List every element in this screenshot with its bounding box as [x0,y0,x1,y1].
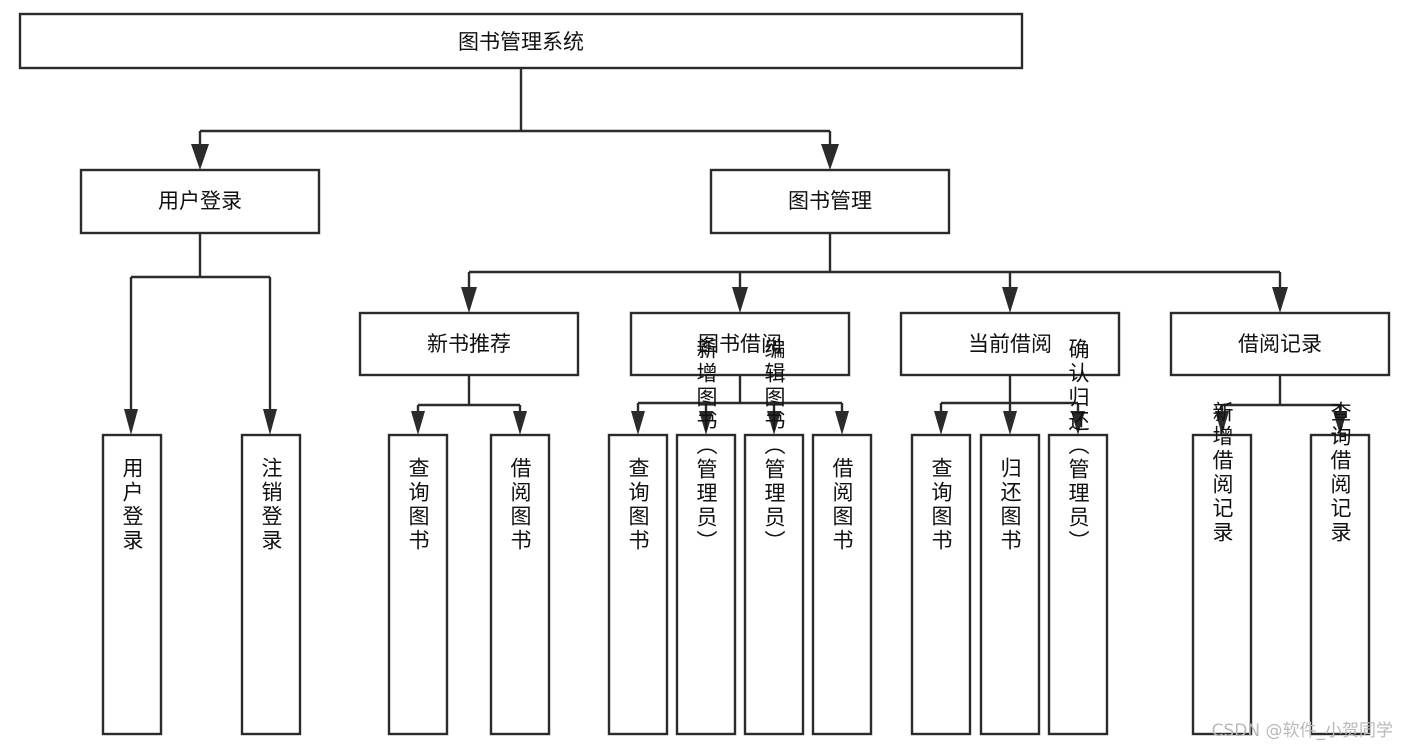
node-book-manage[interactable]: 图书管理 [709,168,951,235]
node-leaf-query-record-label: 查询借阅记录 [1328,401,1352,545]
arrow-head-icon [1272,287,1288,313]
arrow-head-icon [699,411,713,435]
node-leaf-borrow-book-2[interactable]: 借阅图书 [811,433,873,736]
arrow-head-icon [1002,287,1018,313]
node-leaf-borrow-book-2-label: 借阅图书 [830,457,854,553]
node-book-manage-label: 图书管理 [788,189,872,213]
arrow-head-icon [835,411,849,435]
node-borrow-record[interactable]: 借阅记录 [1169,311,1391,377]
node-leaf-query-book-2-box[interactable] [607,433,669,736]
arrow-head-icon [461,287,477,313]
arrow-head-icon [934,411,948,435]
arrow-head-icon [124,409,138,435]
node-leaf-query-book-2-label: 查询图书 [626,457,650,553]
node-leaf-borrow-book-1-box[interactable] [489,433,551,736]
node-leaf-logout[interactable]: 注销登录 [240,433,302,736]
arrow-head-icon [1215,411,1229,435]
node-leaf-confirm-return[interactable]: 确认归还（管理员） [1047,338,1109,736]
node-leaf-query-book-1-box[interactable] [387,433,449,736]
arrow-head-icon [1071,411,1085,435]
node-book-borrow-box[interactable] [629,311,851,377]
node-leaf-query-book-1-label: 查询图书 [406,457,430,553]
node-leaf-confirm-return-box[interactable] [1047,433,1109,736]
node-root-box[interactable] [18,12,1024,70]
node-leaf-borrow-book-2-box[interactable] [811,433,873,736]
node-new-book-rec-box[interactable] [358,311,580,377]
node-leaf-add-book-box[interactable] [675,433,737,736]
node-leaf-query-book-2[interactable]: 查询图书 [607,433,669,736]
node-user-login-label: 用户登录 [158,189,242,213]
node-leaf-add-record-box[interactable] [1191,433,1253,736]
node-leaf-edit-book[interactable]: 编辑图书（管理员） [743,338,805,736]
node-leaf-return-book-label: 归还图书 [998,457,1022,553]
node-user-login[interactable]: 用户登录 [79,168,321,235]
node-root[interactable]: 图书管理系统 [18,12,1024,70]
arrow-head-icon [1333,411,1347,435]
arrow-head-icon [1003,411,1017,435]
node-leaf-add-book-label: 新增图书（管理员） [694,338,718,554]
node-leaf-logout-label: 注销登录 [259,457,283,553]
node-leaf-borrow-book-1[interactable]: 借阅图书 [489,433,551,736]
node-leaf-logout-box[interactable] [240,433,302,736]
node-root-label: 图书管理系统 [458,30,584,54]
node-leaf-query-book-1[interactable]: 查询图书 [387,433,449,736]
arrow-head-icon [263,409,277,435]
node-current-borrow-box[interactable] [899,311,1121,377]
node-user-login-box[interactable] [79,168,321,235]
arrow-head-icon [767,411,781,435]
node-leaf-add-record[interactable]: 新增借阅记录 [1191,401,1253,736]
arrow-head-icon [631,411,645,435]
node-book-borrow-label: 图书借阅 [698,332,782,356]
arrow-head-icon [411,411,425,435]
connector-layer [124,68,1347,435]
node-borrow-record-box[interactable] [1169,311,1391,377]
node-new-book-rec-label: 新书推荐 [427,332,511,356]
arrow-head-icon [821,144,839,170]
node-leaf-user-login-label: 用户登录 [120,457,144,553]
node-leaf-query-book-3-label: 查询图书 [929,457,953,553]
node-leaf-return-book-box[interactable] [979,433,1041,736]
node-leaf-edit-book-box[interactable] [743,433,805,736]
node-leaf-edit-book-label: 编辑图书（管理员） [762,338,786,554]
node-leaf-add-book[interactable]: 新增图书（管理员） [675,338,737,736]
node-leaf-user-login[interactable]: 用户登录 [101,433,163,736]
node-book-borrow[interactable]: 图书借阅 [629,311,851,377]
node-current-borrow-label: 当前借阅 [968,332,1052,356]
node-leaf-confirm-return-label: 确认归还（管理员） [1066,338,1090,554]
node-leaf-query-book-3[interactable]: 查询图书 [910,433,972,736]
node-leaf-return-book[interactable]: 归还图书 [979,433,1041,736]
node-leaf-query-record-box[interactable] [1309,433,1371,736]
node-book-manage-box[interactable] [709,168,951,235]
node-borrow-record-label: 借阅记录 [1238,332,1322,356]
node-leaf-user-login-box[interactable] [101,433,163,736]
node-new-book-rec[interactable]: 新书推荐 [358,311,580,377]
node-leaf-add-record-label: 新增借阅记录 [1210,401,1234,545]
node-leaf-query-book-3-box[interactable] [910,433,972,736]
node-current-borrow[interactable]: 当前借阅 [899,311,1121,377]
node-leaf-query-record[interactable]: 查询借阅记录 [1309,401,1371,736]
arrow-head-icon [732,287,748,313]
arrow-head-icon [191,144,209,170]
node-leaf-borrow-book-1-label: 借阅图书 [508,457,532,553]
arrow-head-icon [513,411,527,435]
